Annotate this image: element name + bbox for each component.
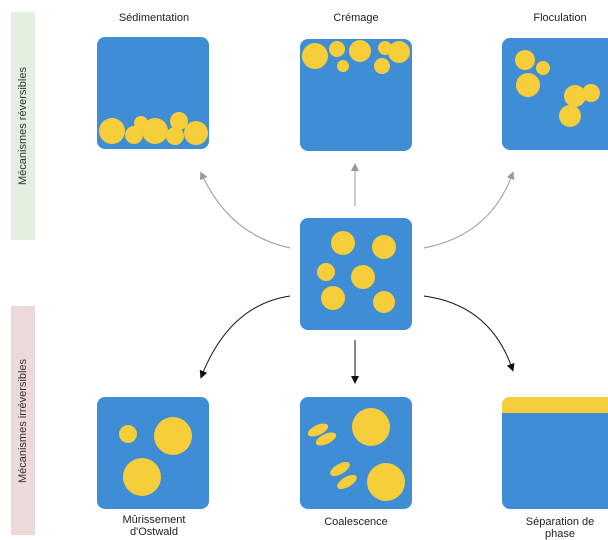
arrow-to-separation bbox=[423, 295, 515, 372]
coalescence-panel bbox=[300, 397, 412, 509]
floculation-panel bbox=[502, 38, 608, 150]
separation-label-line1: Séparation de bbox=[525, 516, 595, 528]
cremage-panel bbox=[300, 39, 412, 151]
cremage-droplets bbox=[302, 40, 410, 74]
separation-layers bbox=[502, 397, 608, 413]
floculation-label: Floculation bbox=[533, 12, 587, 24]
arrow-to-murissement bbox=[199, 295, 291, 379]
sedimentation-label: Sédimentation bbox=[118, 12, 190, 24]
coalescence-droplets bbox=[307, 408, 405, 501]
arrow-to-sedimentation bbox=[200, 171, 291, 249]
murissement-label-line1: Mûrissement bbox=[122, 514, 186, 526]
reversible-band: Mécanismes réversibles bbox=[11, 12, 35, 240]
cremage-label: Crémage bbox=[333, 12, 379, 24]
irreversible-band: Mécanismes irréversibles bbox=[11, 306, 35, 535]
murissement-droplets bbox=[119, 417, 192, 496]
initial-emulsion-panel bbox=[300, 218, 412, 330]
separation-panel bbox=[502, 397, 608, 509]
sedimentation-panel bbox=[97, 37, 209, 149]
coalescence-label: Coalescence bbox=[324, 516, 388, 528]
initial-emulsion-droplets bbox=[317, 231, 396, 313]
sedimentation-droplets bbox=[99, 112, 208, 145]
murissement-panel bbox=[97, 397, 209, 509]
floculation-droplets bbox=[515, 50, 600, 127]
arrow-to-floculation bbox=[423, 171, 515, 249]
